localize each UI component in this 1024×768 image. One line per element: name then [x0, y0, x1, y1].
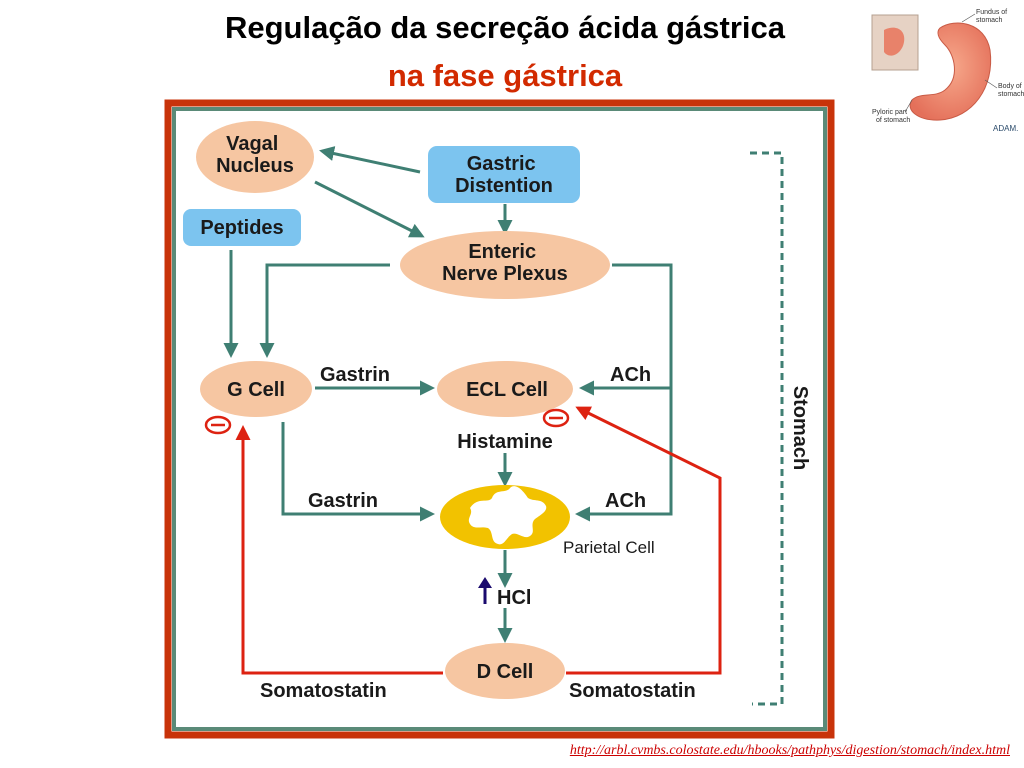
label-somatostatin-left: Somatostatin: [260, 680, 387, 702]
increase-arrow-icon: [478, 577, 492, 604]
arrow-enteric-to-gcell: [259, 263, 390, 358]
torso-thumbnail: [871, 14, 919, 71]
node-enteric-nerve-plexus: [400, 231, 610, 299]
node-d-cell: [445, 643, 565, 699]
inhibition-minus-icon: [542, 408, 570, 428]
label-pyloric: Pyloric part of stomach: [872, 109, 910, 124]
label-gastrin-bottom: Gastrin: [308, 490, 378, 512]
node-vagal-nucleus: [196, 121, 314, 193]
stomach-label: Stomach: [789, 386, 811, 470]
adam-logo: ADAM.: [993, 124, 1018, 133]
stomach-bracket: [750, 151, 784, 706]
node-peptides: [183, 209, 301, 246]
label-gastrin-top: Gastrin: [320, 364, 390, 386]
node-ecl-cell-text: ECL Cell: [466, 379, 548, 401]
label-somatostatin-right: Somatostatin: [569, 680, 696, 702]
label-ach-top: ACh: [610, 364, 651, 386]
node-gastric-distention: [428, 146, 580, 203]
node-parietal-cell: [440, 485, 570, 549]
inhibition-minus-icon: [204, 415, 232, 435]
torso-stomach-icon: [884, 27, 905, 56]
arrow-somatostatin-to-ecl: [566, 406, 722, 675]
label-body: Body of stomach: [998, 83, 1024, 98]
node-enteric-nerve-plexus-text: Enteric Nerve Plexus: [442, 241, 568, 285]
arrow-gastrin-to-parietal: [281, 422, 435, 522]
label-histamine: Histamine: [457, 431, 553, 453]
node-g-cell: [200, 361, 312, 417]
title-line-2: na fase gástrica: [387, 58, 623, 93]
node-peptides-text: Peptides: [200, 217, 283, 239]
arrow-vagal-to-enteric: [314, 180, 425, 238]
stomach-icon: [909, 22, 992, 121]
node-parietal-cell-text: Parietal Cell: [563, 538, 655, 557]
node-gastric-distention-text: Gastric Distention: [455, 153, 553, 197]
stomach-illustration: Fundus of stomach Body of stomach Pylori…: [871, 9, 1024, 133]
node-d-cell-text: D Cell: [477, 661, 534, 683]
source-link[interactable]: http://arbl.cvmbs.colostate.edu/hbooks/p…: [569, 743, 1010, 758]
node-ecl-cell: [437, 361, 573, 417]
node-g-cell-text: G Cell: [227, 379, 285, 401]
label-fundus: Fundus of stomach: [976, 9, 1009, 24]
arrow-distention-to-vagal: [319, 146, 421, 174]
red-arrows: [235, 406, 722, 675]
outer-frame: [164, 99, 835, 739]
teal-arrows: [223, 146, 673, 643]
arrow-somatostatin-to-gcell: [235, 425, 443, 675]
label-hcl: HCl: [497, 587, 531, 609]
title-line-1: Regulação da secreção ácida gástrica: [224, 10, 785, 45]
label-ach-bottom: ACh: [605, 490, 646, 512]
node-vagal-nucleus-text: Vagal Nucleus: [216, 133, 294, 177]
